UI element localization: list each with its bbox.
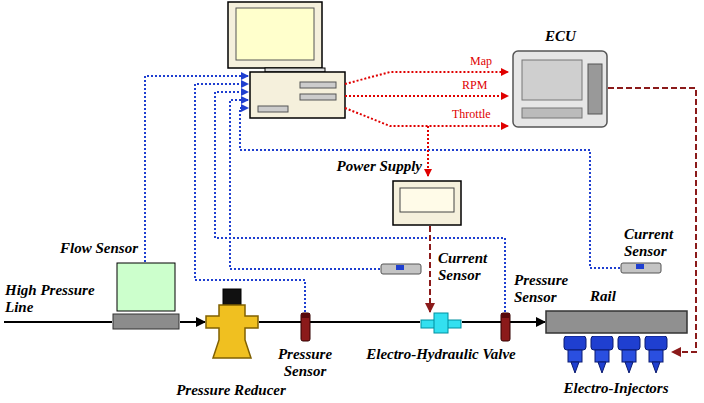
current-sensor-shape (620, 262, 662, 274)
component-label: Pressure Reducer (161, 382, 301, 399)
component-label: Current Sensor (624, 226, 688, 259)
power-supply-shape (392, 180, 462, 226)
electro-injectors: Electro-Injectors (560, 336, 672, 374)
component-label: Flow Sensor (38, 240, 138, 257)
ecu-unit-shape (512, 50, 608, 128)
signal-name: RPM (462, 79, 487, 92)
component-label: Rail (590, 288, 616, 305)
component-label: Pressure Sensor (514, 272, 576, 305)
electro-injectors-shape (560, 336, 672, 374)
rail: Rail (545, 310, 688, 334)
pressure-sensor-shape (500, 312, 511, 342)
component-label: Power Supply (322, 158, 422, 175)
current-sensor-shape (380, 263, 422, 275)
rail-shape (545, 310, 688, 334)
power-supply: Power Supply (392, 180, 462, 226)
pressure-reducer: Pressure Reducer (205, 288, 259, 360)
electro-hydraulic-valve-shape (420, 312, 462, 334)
line-label: High Pressure Line (5, 282, 109, 315)
component-label: Electro-Injectors (536, 380, 696, 397)
pressure-reducer-shape (205, 288, 259, 360)
flow-sensor: Flow Sensor (112, 262, 180, 330)
sensor-wires (145, 76, 620, 312)
component-label: Pressure Sensor (270, 346, 340, 379)
computer-illustration (228, 2, 345, 118)
signal-name: Map (470, 55, 492, 68)
electro-hydraulic-valve: Electro-Hydraulic Valve (420, 312, 462, 334)
flow-sensor-shape (112, 262, 180, 330)
pressure-sensor-shape (300, 312, 311, 342)
control-line (429, 226, 431, 312)
pressure-sensor: Pressure Sensor (300, 312, 311, 342)
ecu-unit: ECU (512, 50, 608, 128)
high-pressure-pipe (4, 321, 112, 323)
component-label: Electro-Hydraulic Valve (331, 346, 551, 363)
pressure-sensor: Pressure Sensor (500, 312, 511, 342)
hydraulic-pipe (259, 321, 420, 323)
component-label: Current Sensor (438, 250, 502, 283)
component-label: ECU (545, 28, 576, 45)
signal-name: Throttle (452, 108, 491, 121)
hydraulic-pipe (180, 321, 205, 323)
current-sensor: Current Sensor (620, 262, 662, 274)
current-sensor: Current Sensor (380, 263, 422, 275)
